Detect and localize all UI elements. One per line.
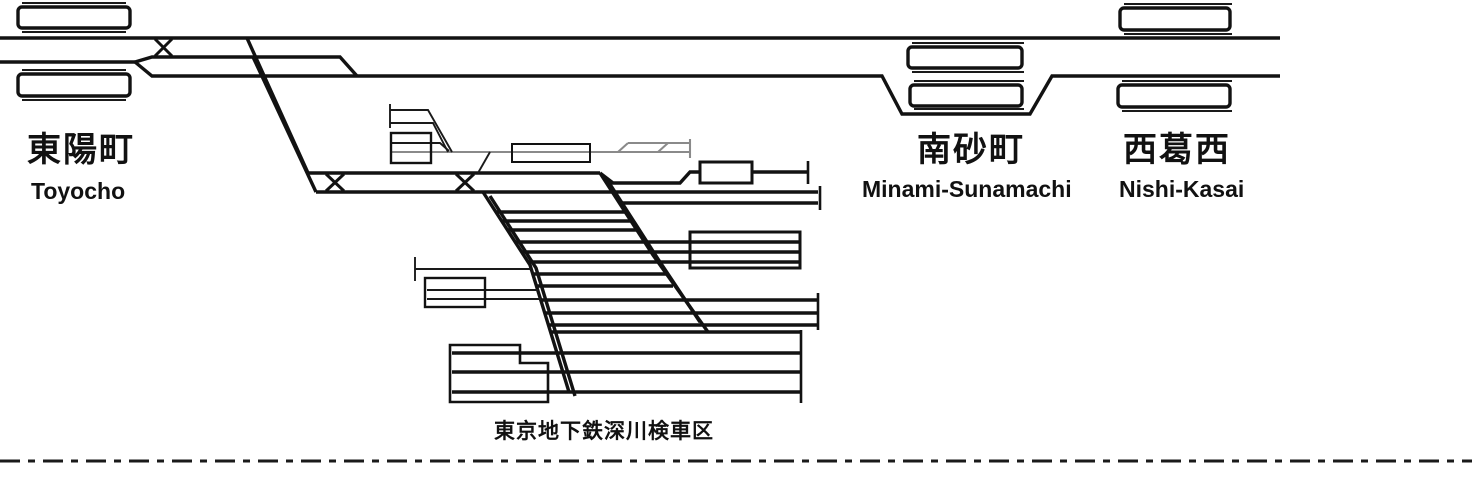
station-name-ja: 南砂町 bbox=[917, 131, 1025, 169]
station-name-ja: 西葛西 bbox=[1123, 131, 1231, 169]
station-label-nishi-kasai: 西葛西 Nishi-Kasai bbox=[1119, 131, 1244, 202]
platform-minami-sunamachi bbox=[906, 42, 1024, 110]
shed-small-left bbox=[423, 276, 487, 309]
depot-buildings bbox=[389, 131, 802, 404]
depot-sidings bbox=[452, 210, 818, 394]
station-name-ja: 東陽町 bbox=[27, 131, 135, 169]
station-name-en: Toyocho bbox=[31, 178, 125, 204]
station-name-en: Nishi-Kasai bbox=[1119, 176, 1244, 202]
stub-building bbox=[698, 160, 754, 185]
inspection-shed-small bbox=[389, 131, 433, 165]
main-lines bbox=[0, 36, 1280, 116]
station-label-minami-sunamachi: 南砂町 Minami-Sunamachi bbox=[862, 131, 1072, 202]
crossover-marks bbox=[153, 37, 476, 193]
depot-label: 東京地下鉄深川検車区 bbox=[494, 419, 714, 443]
platform-toyocho bbox=[16, 2, 132, 101]
station-label-toyocho: 東陽町 Toyocho bbox=[27, 131, 135, 204]
track-bumpers bbox=[799, 161, 822, 403]
station-name-en: Minami-Sunamachi bbox=[862, 176, 1072, 202]
shed-large-bottom bbox=[448, 343, 550, 404]
washer-building bbox=[511, 143, 591, 163]
platform-nishi-kasai bbox=[1116, 3, 1232, 112]
maintenance-shed bbox=[688, 230, 802, 270]
wash-track bbox=[389, 104, 692, 174]
